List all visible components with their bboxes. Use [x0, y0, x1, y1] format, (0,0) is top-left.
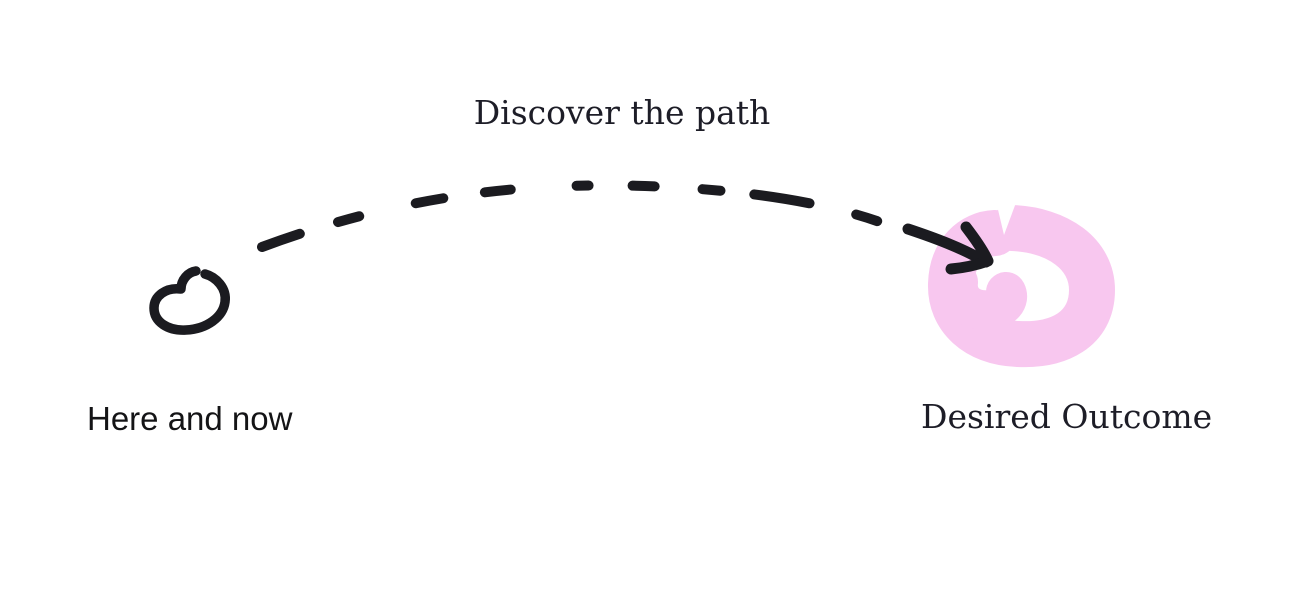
path-dashed-curve	[257, 180, 908, 252]
arrow-shaft	[902, 223, 992, 268]
start-circle-sketch	[149, 266, 230, 335]
outcome-scribble-gap-notch	[995, 197, 1017, 235]
start-label: Here and now	[87, 400, 293, 437]
end-label: Desired Outcome	[921, 397, 1213, 436]
diagram-title: Discover the path	[473, 93, 771, 132]
outcome-scribble-hook	[937, 262, 1028, 331]
arrowhead-icon	[945, 221, 994, 275]
